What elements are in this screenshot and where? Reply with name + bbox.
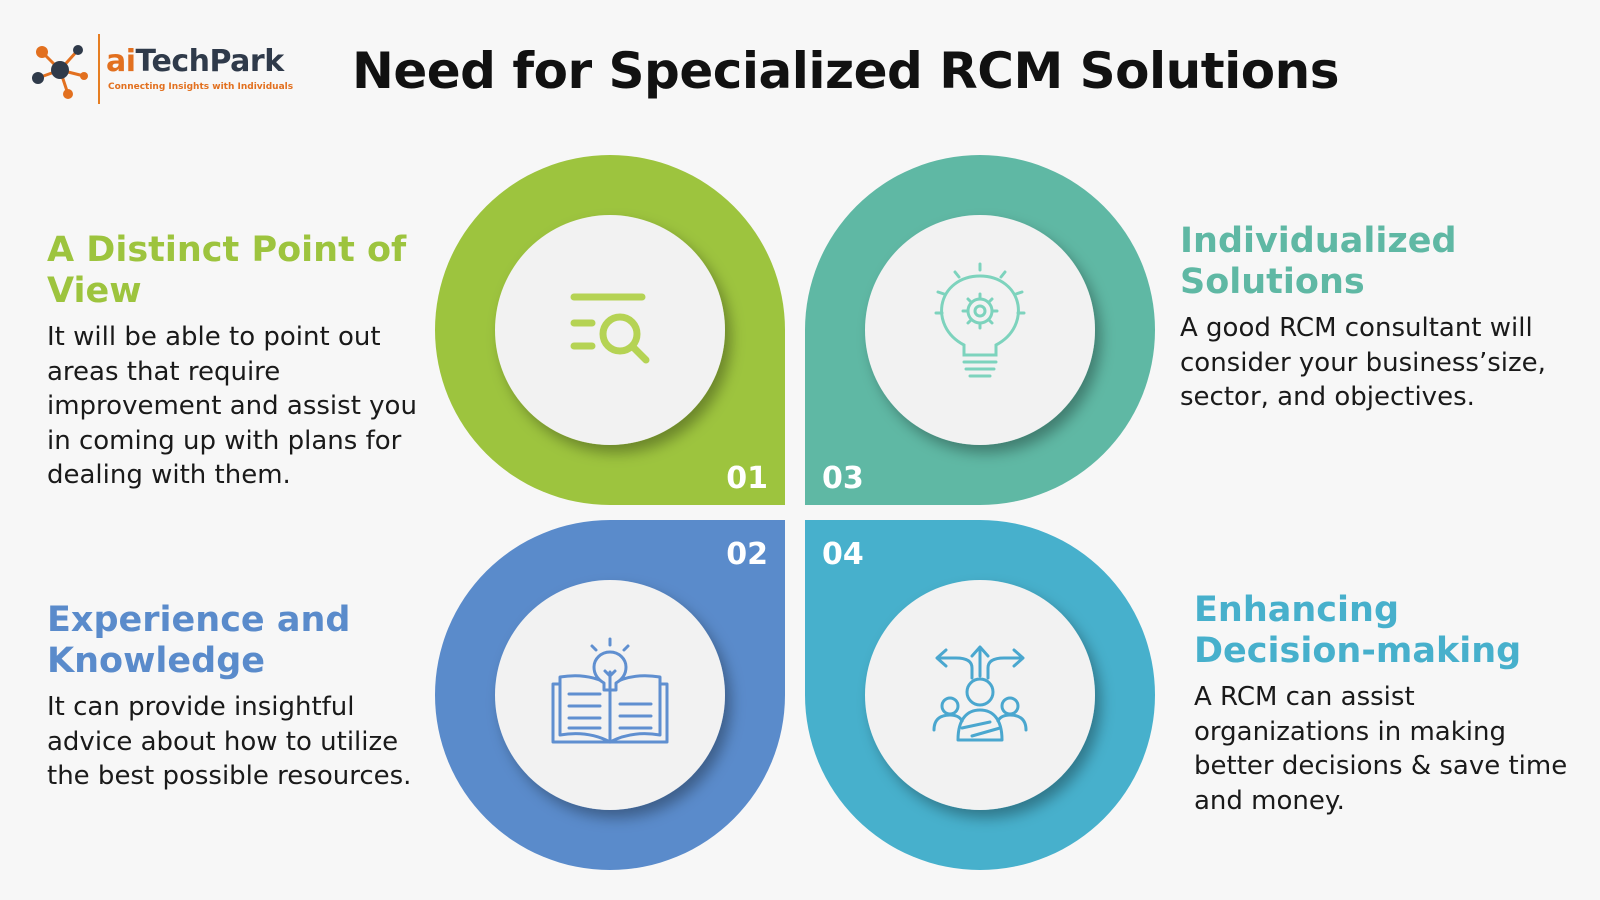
- petal-number-04: 04: [822, 537, 864, 572]
- heading-01-line-2: View: [47, 271, 142, 311]
- logo: aiTechPark Connecting Insights with Indi…: [28, 34, 298, 104]
- page-title: Need for Specialized RCM Solutions: [352, 42, 1339, 100]
- book-idea-icon: [551, 637, 669, 744]
- decision-arrows-icon: [932, 645, 1028, 742]
- search-list-icon: [570, 293, 650, 364]
- petal-number-01: 01: [726, 461, 768, 496]
- heading-03-line-2: Solutions: [1180, 262, 1365, 302]
- body-01: It will be able to point out areas that …: [47, 322, 417, 490]
- heading-02-line-1: Experience and: [47, 600, 351, 640]
- body-03: A good RCM consultant will consider your…: [1180, 313, 1546, 412]
- logo-brand-rest: TechPark: [135, 44, 285, 79]
- petal-03: 03: [805, 155, 1155, 505]
- logo-brand-ai: ai: [106, 44, 136, 79]
- petal-number-02: 02: [726, 537, 768, 572]
- logo-molecule-icon: [32, 45, 88, 99]
- logo-tagline: Connecting Insights with Individuals: [108, 82, 294, 92]
- logo-divider: [98, 34, 100, 104]
- body-04: A RCM can assist organizations in making…: [1194, 682, 1568, 816]
- petal-04: 04: [805, 520, 1155, 870]
- heading-03-line-1: Individualized: [1180, 221, 1457, 261]
- logo-wordmark: aiTechPark: [106, 44, 284, 79]
- heading-02-line-2: Knowledge: [47, 641, 265, 681]
- heading-01-line-1: A Distinct Point of: [47, 230, 407, 270]
- petal-number-03: 03: [822, 461, 864, 496]
- petal-01: 01: [435, 155, 785, 505]
- heading-04-line-2: Decision-making: [1194, 631, 1522, 671]
- lightbulb-gear-icon: [934, 262, 1026, 378]
- body-02: It can provide insightful advice about h…: [47, 692, 412, 791]
- petal-02: 02: [435, 520, 785, 870]
- heading-04-line-1: Enhancing: [1194, 590, 1399, 630]
